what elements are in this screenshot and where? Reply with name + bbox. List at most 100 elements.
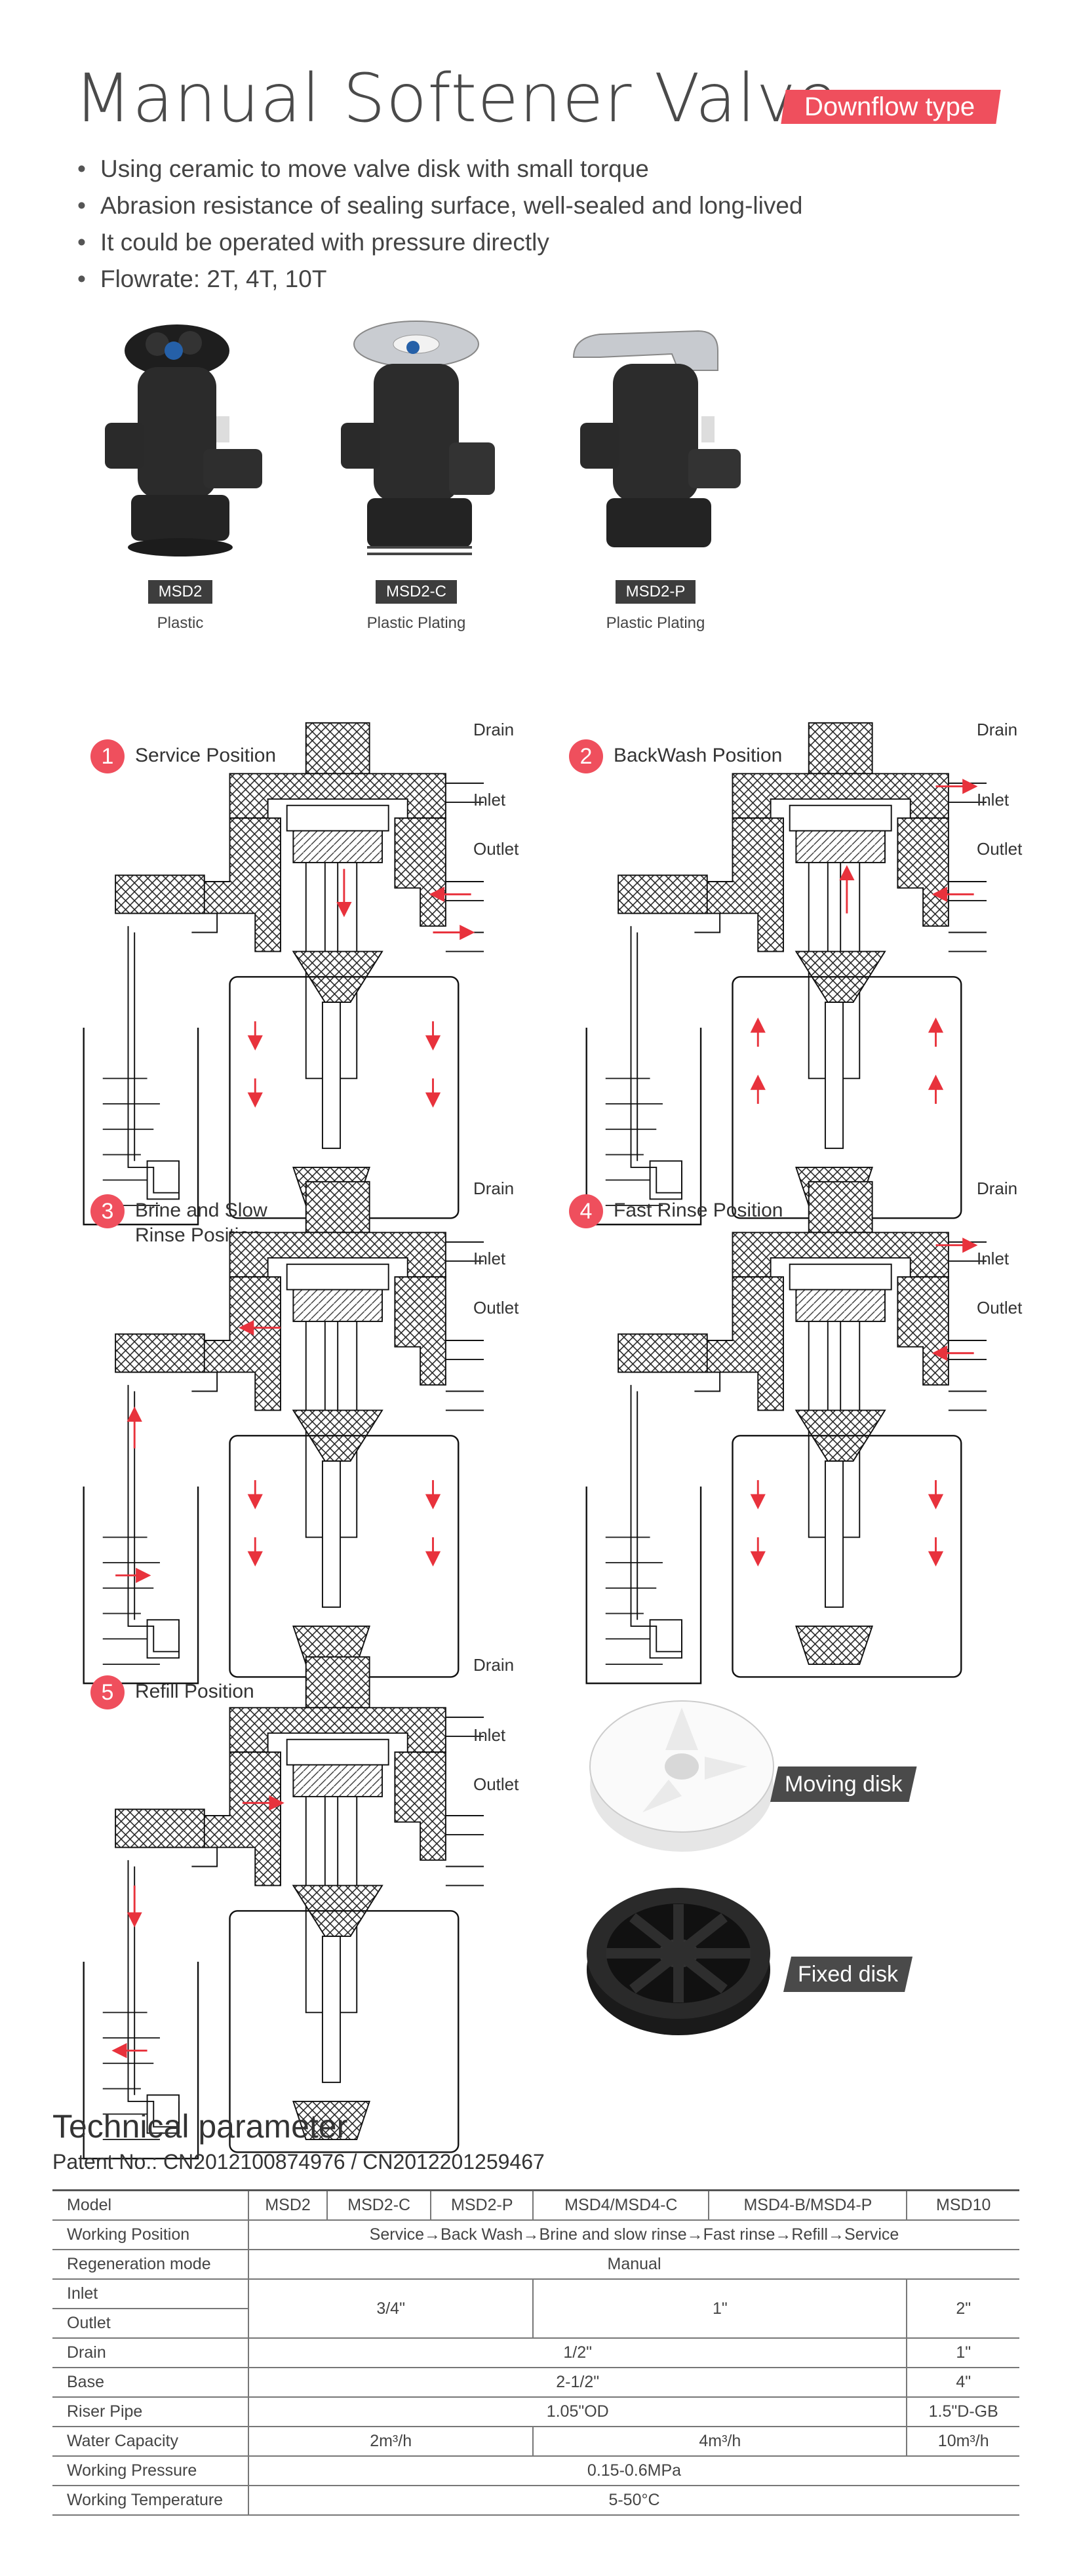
- model-tag: MSD2: [147, 580, 213, 604]
- table-cell: 1": [532, 2279, 907, 2339]
- table-row: Drain 1/2" 1": [52, 2338, 1019, 2368]
- inlet-label: Inlet: [977, 790, 1010, 810]
- table-row: Working Temperature 5-50°C: [52, 2486, 1019, 2516]
- table-cell: 1.5"D-GB: [906, 2397, 1019, 2427]
- table-cell: 0.15-0.6MPa: [248, 2456, 1019, 2486]
- position-2-label: 2 BackWash Position: [569, 739, 782, 773]
- valve-photo-lever-handle: [572, 330, 741, 547]
- outlet-label: Outlet: [977, 1298, 1023, 1317]
- feature-item: It could be operated with pressure direc…: [77, 224, 803, 261]
- position-4-label: 4 Fast Rinse Position: [569, 1194, 783, 1228]
- step-number: 2: [569, 739, 603, 773]
- model-tag: MSD2-C: [375, 580, 457, 604]
- fixed-disk-label: Fixed disk: [783, 1957, 912, 1992]
- outlet-label: Outlet: [473, 1774, 519, 1794]
- row-label: Working Temperature: [52, 2486, 248, 2516]
- product-msd2: MSD2 Plastic: [85, 318, 275, 633]
- feature-item: Using ceramic to move valve disk with sm…: [77, 151, 803, 187]
- drain-label: Drain: [977, 1179, 1018, 1198]
- position-title: Fast Rinse Position: [614, 1200, 783, 1221]
- step-number: 3: [90, 1194, 125, 1228]
- position-5-label: 5 Refill Position: [90, 1675, 254, 1709]
- material-label: Plastic Plating: [606, 614, 705, 632]
- drain-label: Drain: [473, 720, 515, 739]
- brine-slow-rinse-position-diagram: [83, 1181, 484, 1685]
- table-cell: MSD2-C: [326, 2189, 431, 2221]
- row-label: Regeneration mode: [52, 2250, 248, 2280]
- service-position-diagram: [83, 722, 484, 1226]
- row-label: Outlet: [52, 2309, 248, 2339]
- outlet-label: Outlet: [473, 839, 519, 859]
- step-number: 5: [90, 1675, 125, 1709]
- table-row: Inlet 3/4" 1" 2": [52, 2279, 1019, 2339]
- technical-parameter-table: Model MSD2 MSD2-C MSD2-P MSD4/MSD4-C MSD…: [52, 2189, 1019, 2516]
- table-cell: 2": [906, 2279, 1019, 2339]
- table-cell: 5-50°C: [248, 2486, 1019, 2516]
- table-row: Regeneration mode Manual: [52, 2250, 1019, 2280]
- table-cell: MSD4-B/MSD4-P: [708, 2189, 907, 2221]
- drain-label: Drain: [473, 1179, 515, 1198]
- row-label: Working Pressure: [52, 2456, 248, 2486]
- valve-photo-black-knob: [105, 324, 262, 556]
- position-3-label: 3 Brine and Slow Rinse Position: [90, 1194, 267, 1248]
- table-cell: 4m³/h: [532, 2427, 907, 2457]
- position-1-label: 1 Service Position: [90, 739, 276, 773]
- table-row: Base 2-1/2" 4": [52, 2368, 1019, 2398]
- row-label: Riser Pipe: [52, 2397, 248, 2427]
- inlet-label: Inlet: [977, 1249, 1010, 1268]
- table-row: Outlet: [52, 2309, 1019, 2339]
- feature-item: Flowrate: 2T, 4T, 10T: [77, 261, 803, 298]
- fast-rinse-position-diagram: [585, 1181, 987, 1685]
- row-label: Inlet: [52, 2279, 248, 2309]
- table-cell: MSD2-P: [430, 2189, 534, 2221]
- page-title: Manual Softener Valve: [74, 60, 838, 138]
- section-title: Technical parameter: [52, 2108, 348, 2145]
- table-cell: Manual: [248, 2250, 1019, 2280]
- position-title: Refill Position: [135, 1681, 254, 1702]
- downflow-type-badge: Downflow type: [781, 90, 1001, 124]
- outlet-label: Outlet: [977, 839, 1023, 859]
- position-title: Service Position: [135, 745, 277, 766]
- table-cell: 2-1/2": [247, 2368, 907, 2398]
- drain-label: Drain: [473, 1655, 515, 1675]
- product-msd2-c: MSD2-C Plastic Plating: [321, 318, 511, 633]
- row-label: Water Capacity: [52, 2427, 248, 2457]
- feature-list: Using ceramic to move valve disk with sm…: [77, 151, 803, 298]
- row-label: Working Position: [52, 2220, 248, 2250]
- row-label: Drain: [52, 2338, 248, 2368]
- position-title: BackWash Position: [614, 745, 783, 766]
- model-tag: MSD2-P: [615, 580, 696, 604]
- table-row: Working Position Service→Back Wash→Brine…: [52, 2220, 1019, 2250]
- table-row: Riser Pipe 1.05"OD 1.5"D-GB: [52, 2397, 1019, 2427]
- product-msd2-p: MSD2-P Plastic Plating: [560, 318, 751, 633]
- table-row: Water Capacity 2m³/h 4m³/h 10m³/h: [52, 2427, 1019, 2457]
- moving-disk-image: [589, 1700, 774, 1852]
- table-cell: 1": [906, 2338, 1019, 2368]
- table-cell: 10m³/h: [906, 2427, 1019, 2457]
- table-cell: 2m³/h: [247, 2427, 534, 2457]
- table-cell: Model: [52, 2189, 248, 2221]
- position-title: Brine and Slow Rinse Position: [135, 1200, 267, 1246]
- material-label: Plastic: [157, 614, 204, 632]
- refill-position-diagram: [83, 1656, 484, 2160]
- table-cell: 3/4": [247, 2279, 534, 2339]
- inlet-label: Inlet: [473, 1249, 506, 1268]
- fixed-disk-image: [587, 1888, 770, 2035]
- outlet-label: Outlet: [473, 1298, 519, 1317]
- feature-item: Abrasion resistance of sealing surface, …: [77, 187, 803, 224]
- table-cell: MSD2: [247, 2189, 328, 2221]
- table-cell: MSD10: [906, 2189, 1019, 2221]
- row-label: Base: [52, 2368, 248, 2398]
- step-number: 1: [90, 739, 125, 773]
- table-cell: 4": [906, 2368, 1019, 2398]
- inlet-label: Inlet: [473, 1725, 506, 1745]
- drain-label: Drain: [977, 720, 1018, 739]
- table-header-row: Model MSD2 MSD2-C MSD2-P MSD4/MSD4-C MSD…: [52, 2189, 1019, 2221]
- backwash-position-diagram: [585, 722, 987, 1226]
- table-row: Working Pressure 0.15-0.6MPa: [52, 2456, 1019, 2486]
- inlet-label: Inlet: [473, 790, 506, 810]
- patent-number: Patent No.: CN2012100874976 / CN20122012…: [52, 2150, 545, 2174]
- table-cell: 1/2": [247, 2338, 907, 2368]
- table-cell: Service→Back Wash→Brine and slow rinse→F…: [248, 2220, 1019, 2250]
- table-cell: MSD4/MSD4-C: [532, 2189, 709, 2221]
